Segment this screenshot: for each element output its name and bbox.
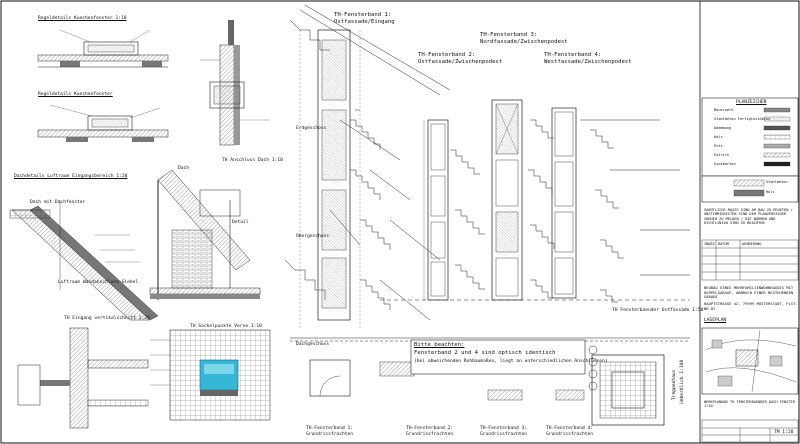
legend-item-1: Stahlbeton Fertigteildecke bbox=[714, 117, 771, 121]
detail-kuechenfenster-1 bbox=[37, 29, 169, 68]
plan-2-title: TH-Fensterband 2: bbox=[406, 426, 454, 431]
band2-sub: Ostfassade/Zwischenpodest bbox=[418, 59, 503, 65]
sheet-number: TM 1:20 bbox=[774, 430, 794, 435]
detail-kuechenfenster-2 bbox=[37, 104, 169, 142]
note-head: Bitte beachten: bbox=[414, 342, 465, 348]
detail-3-title: TH Anschluss Dach 1:10 bbox=[222, 158, 283, 163]
note-box bbox=[410, 339, 586, 375]
legend-item-6: Gipskarton bbox=[714, 162, 736, 166]
label-dachdecke: Dach mit Dachfenster bbox=[30, 200, 86, 205]
detail-sockelpunkte bbox=[150, 329, 271, 421]
lageplan-map bbox=[701, 327, 799, 395]
stair-label: TH Fensterbaender Ostfassade 1:50 bbox=[612, 308, 704, 313]
elevation-fensterband-2 bbox=[423, 119, 449, 301]
treppenhaus-label: Treppenhaus bbox=[672, 369, 677, 400]
plan-3-sub: Grundrissfrachten bbox=[480, 432, 528, 437]
rev-col-change: AENDERUNG bbox=[742, 242, 762, 246]
elevation-fensterband-4 bbox=[551, 107, 577, 299]
detail-eingang-vertikal bbox=[17, 327, 149, 429]
band4-sub: Westfassade/Zwischenpodest bbox=[544, 59, 632, 65]
note-line-2: (bei abweichenden Rohbaumaßen, liegt an … bbox=[414, 359, 608, 364]
legend-item-4: Putz bbox=[714, 144, 723, 148]
plan-3-title: TH-Fensterband 3: bbox=[480, 426, 528, 431]
legend-item-2: Daemmung bbox=[714, 126, 732, 130]
plan-1-sub: Grundrissfrachten bbox=[306, 432, 354, 437]
detail-5-title: TH Eingang vertikalschnitt 1:20 bbox=[64, 316, 150, 321]
note-line-1: Fensterband 2 und 4 sind optisch identis… bbox=[414, 350, 556, 356]
legend-block bbox=[701, 97, 799, 203]
detail-dach-luftraum bbox=[9, 200, 159, 321]
elevation-fensterband-3 bbox=[491, 99, 523, 301]
legend-right-1: Holz bbox=[766, 190, 775, 194]
revision-table bbox=[701, 239, 799, 281]
detail-anschluss-dach bbox=[200, 20, 270, 146]
plan-4-sub: Grundrissfrachten bbox=[546, 432, 594, 437]
rev-col-index: INDEX bbox=[704, 242, 715, 246]
detail-4-title: Dachdetails Luftraum Eingangsbereich 1:2… bbox=[14, 174, 128, 179]
legend-item-5: Estrich bbox=[714, 153, 730, 157]
floor-label-2: Obergeschoss bbox=[296, 234, 330, 239]
label-dach: Dach bbox=[178, 166, 190, 171]
detail-1-title: Regeldetails Kuechenfenster 1:10 bbox=[38, 16, 127, 21]
detail-haus-schnitt bbox=[149, 169, 261, 300]
label-luftraum: Luftraum Wandanschluss Giebel bbox=[58, 280, 139, 285]
grundriss-plans bbox=[309, 345, 665, 426]
treppenhaus-scale: Ueberblick 1:100 bbox=[680, 359, 685, 404]
lageplan-label: LAGEPLAN bbox=[704, 318, 727, 323]
detail-2-title: Regeldetails Kuechenfenster bbox=[38, 92, 113, 97]
plan-1-title: TH-Fensterband 1: bbox=[306, 426, 354, 431]
band3-title: TH-Fensterband 3: bbox=[480, 32, 538, 38]
plan-4-title: TH-Fensterband 4: bbox=[546, 426, 594, 431]
legend-right-0: Stahlbeton bbox=[766, 180, 788, 184]
band3-sub: Nordfassade/Zwischenpodest bbox=[480, 39, 568, 45]
legend-title: PLANZEICHEN bbox=[736, 100, 767, 105]
legend-item-0: Mauerwerk bbox=[714, 108, 734, 112]
legend-item-3: Holz bbox=[714, 135, 723, 139]
detail-6-title: TH Sockelpunkte Vorne 1:10 bbox=[190, 324, 262, 329]
band1-sub: Ostfassade/Eingang bbox=[334, 19, 395, 25]
rev-col-date: DATUM bbox=[718, 242, 729, 246]
floor-label-3: Erdgeschoss bbox=[296, 126, 327, 131]
floor-label-1: Dachgeschoss bbox=[296, 342, 330, 347]
band1-title: TH-Fensterband 1: bbox=[334, 12, 392, 18]
notes-block: SAEMTLICHE MASSE SIND AM BAU ZU PRUEFEN … bbox=[704, 208, 793, 226]
plan-2-sub: Grundrissfrachten bbox=[406, 432, 454, 437]
project-title: NEUBAU EINES MEHRFAMILIENWOHNHAUSES MIT … bbox=[704, 285, 794, 300]
title-stamp bbox=[701, 419, 799, 443]
elevation-fensterband-1 bbox=[284, 19, 361, 330]
band2-title: TH-Fensterband 2: bbox=[418, 52, 476, 58]
stair-diagonals bbox=[299, 4, 690, 321]
label-detail: Detail bbox=[232, 220, 249, 225]
band4-title: TH-Fensterband 4: bbox=[544, 52, 602, 58]
drawing-title: WERKPLANUNG TH FENSTERBAENDER DACH FENST… bbox=[704, 400, 795, 409]
project-address: HAUPTSTRASSE 42, 79999 MUSTERSTADT, FLST… bbox=[704, 301, 798, 311]
